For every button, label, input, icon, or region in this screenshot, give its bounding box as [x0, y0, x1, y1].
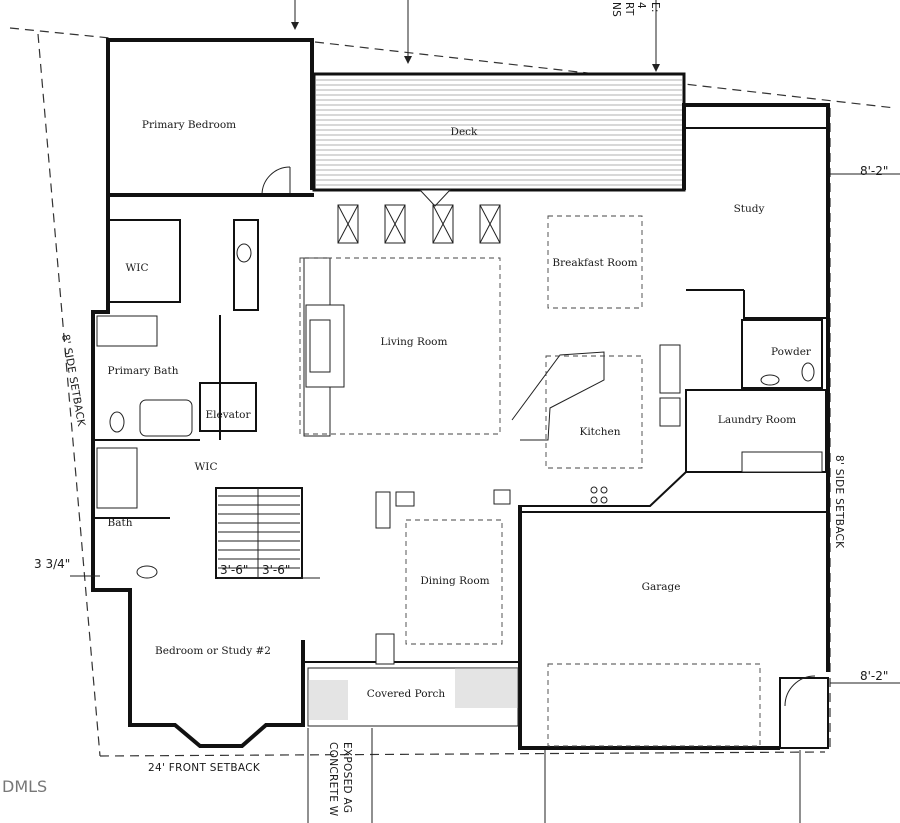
room-label-garage: Garage: [642, 581, 681, 593]
deck: [312, 72, 686, 207]
room-label-bedroom-study-2: Bedroom or Study #2: [155, 645, 271, 657]
room-label-study: Study: [734, 203, 765, 215]
room-label-bath: Bath: [108, 517, 133, 529]
room-label-primary-bedroom: Primary Bedroom: [142, 119, 236, 131]
driveway-text-line1: EXPOSED AG: [341, 742, 353, 813]
fireplace: [303, 257, 345, 437]
dimension-left-offset: 3 3/4": [34, 557, 70, 571]
room-label-elevator: Elevator: [206, 409, 252, 421]
skylights: [337, 204, 501, 244]
main-walls: [258, 103, 830, 750]
dimension-stair-left: 3'-6": [220, 563, 248, 577]
room-label-primary-bath: Primary Bath: [108, 365, 179, 377]
ceiling-outlines: [299, 215, 761, 747]
primary-bedroom-walls: [106, 38, 314, 197]
room-label-living-room: Living Room: [381, 336, 448, 348]
top-right-fragment-4: NS: [610, 2, 622, 17]
driveway-text-line2: CONCRETE W: [327, 742, 339, 817]
room-label-deck: Deck: [451, 126, 479, 138]
room-label-laundry-room: Laundry Room: [718, 414, 796, 426]
dining-porch: [302, 489, 520, 727]
top-arrows: [291, 0, 660, 72]
setback-label-front: 24' FRONT SETBACK: [148, 762, 261, 774]
room-label-kitchen: Kitchen: [579, 426, 620, 438]
top-right-fragment-1: E:: [649, 2, 661, 13]
room-label-dining-room: Dining Room: [420, 575, 489, 587]
setback-label-left: 8' SIDE SETBACK: [59, 333, 87, 428]
dimension-side-right-upper: 8'-2": [860, 164, 888, 178]
driveway-lines: [307, 728, 801, 823]
room-label-covered-porch: Covered Porch: [367, 688, 446, 700]
top-right-fragment-2: 4: [635, 2, 647, 9]
top-right-fragment-3: RT: [623, 2, 635, 16]
setback-label-right: 8' SIDE SETBACK: [833, 455, 845, 549]
room-label-wic-lower: WIC: [195, 461, 218, 473]
dimension-stair-right: 3'-6": [262, 563, 290, 577]
dimension-lines: [70, 173, 900, 684]
room-label-powder: Powder: [771, 346, 812, 358]
room-label-wic-upper: WIC: [126, 262, 149, 274]
watermark: DMLS: [2, 777, 47, 796]
room-label-breakfast-room: Breakfast Room: [552, 257, 637, 269]
dimension-side-right-lower: 8'-2": [860, 669, 888, 683]
west-wing-walls: [91, 195, 305, 748]
